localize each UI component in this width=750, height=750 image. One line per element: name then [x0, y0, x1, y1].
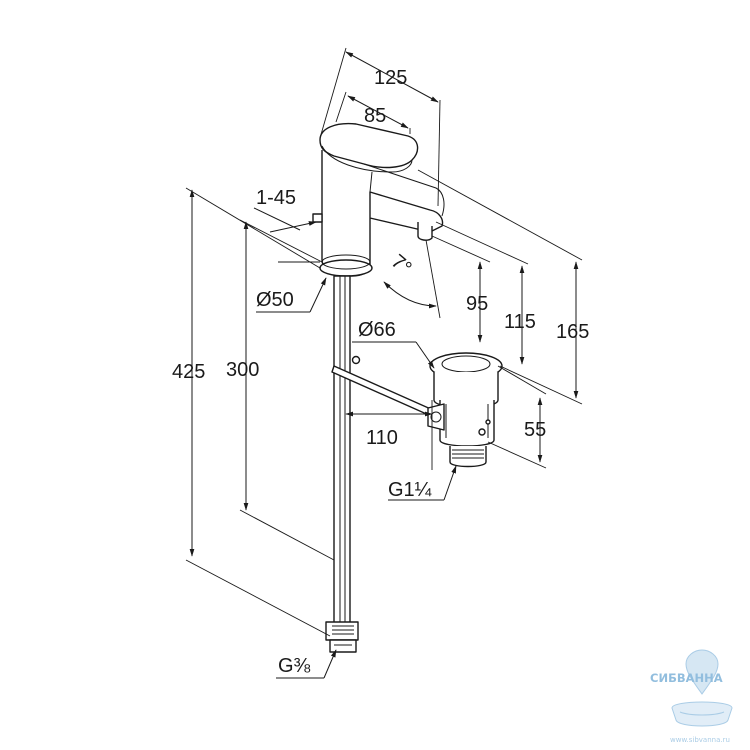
dimension-labels: 125 85 1-45 7° Ø50 95 115 165 Ø66 425 30… — [172, 67, 589, 677]
dim-85: 85 — [364, 105, 386, 127]
watermark-url: www.sibvanna.ru — [670, 736, 730, 744]
dim-1-45: 1-45 — [256, 187, 296, 209]
thread-g1-quarter: G1¼ — [388, 479, 432, 501]
dim-7-degrees: 7° — [387, 250, 416, 279]
dim-115: 115 — [504, 311, 536, 333]
supply-hoses — [325, 275, 359, 653]
dim-300: 300 — [226, 359, 259, 381]
dimension-lines — [185, 47, 583, 679]
thread-g3-8: G⅜ — [278, 655, 311, 677]
faucet-body — [312, 122, 445, 277]
dim-66-diameter: Ø66 — [358, 319, 396, 341]
dim-110: 110 — [366, 427, 398, 449]
drain-valve — [427, 352, 503, 468]
dim-55: 55 — [524, 419, 546, 441]
dim-50-diameter: Ø50 — [256, 289, 294, 311]
dim-125: 125 — [374, 67, 407, 89]
dim-165: 165 — [556, 321, 589, 343]
watermark-brand: СИБВАННА — [650, 671, 723, 685]
dim-95: 95 — [466, 293, 488, 315]
watermark-logo: СИБВАННА www.sibvanna.ru — [650, 649, 733, 744]
dim-425: 425 — [172, 361, 205, 383]
